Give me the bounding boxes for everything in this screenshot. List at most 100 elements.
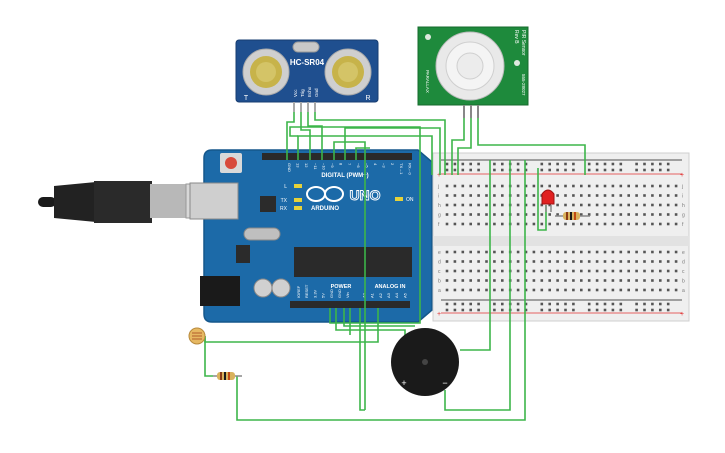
rail-hole [651, 302, 654, 306]
terminal-hole [453, 279, 457, 282]
rail-hole [611, 308, 615, 312]
terminal-hole [651, 279, 654, 282]
rail-hole [501, 162, 504, 166]
led-label-on: ON [406, 197, 414, 203]
terminal-hole [651, 250, 654, 254]
terminal-hole [532, 194, 536, 197]
terminal-hole [564, 279, 567, 282]
digital-header-label: DIGITAL (PWM~) [321, 173, 368, 179]
terminal-hole [674, 250, 678, 254]
terminal-hole [532, 288, 536, 292]
rail-hole [564, 162, 567, 166]
terminal-hole [611, 222, 615, 226]
terminal-hole [666, 194, 670, 197]
terminal-hole [548, 279, 551, 282]
terminal-hole [453, 184, 457, 188]
wire-ldr [204, 336, 213, 377]
rail-hole [595, 308, 599, 312]
wire-d1 [297, 135, 433, 175]
terminal-hole [548, 184, 551, 188]
digital-header [262, 153, 412, 160]
terminal-hole [635, 213, 638, 216]
rail-hole [643, 162, 646, 166]
digital-pin-label: RX←0 [407, 163, 412, 176]
terminal-hole [580, 260, 583, 263]
rail-hole [659, 168, 662, 172]
terminal-hole [674, 269, 678, 273]
row-letter: d [438, 260, 441, 266]
bottom-pin-label: A2 [378, 292, 383, 298]
terminal-hole [603, 184, 607, 188]
rail-hole [595, 162, 599, 166]
terminal-hole [627, 250, 630, 254]
terminal-hole [572, 184, 575, 188]
terminal-hole [619, 213, 623, 216]
digital-pin-label: ~11 [313, 163, 318, 170]
rail-hole [572, 162, 575, 166]
buzzer-plus-label: + [401, 378, 406, 388]
terminal-hole [493, 184, 496, 188]
terminal-hole [674, 184, 678, 188]
digital-pin-label: 7 [347, 163, 352, 166]
terminal-hole [659, 288, 662, 292]
photoresistor [188, 327, 206, 345]
rail-plus-bottom: + [437, 311, 441, 318]
power-jack [200, 276, 240, 306]
terminal-hole [611, 203, 615, 207]
rail-hole [619, 308, 623, 312]
rail-hole [493, 168, 496, 172]
rail-hole [643, 302, 646, 306]
row-letter: e [438, 250, 441, 256]
rail-hole [619, 168, 623, 172]
terminal-hole [556, 269, 559, 273]
rail-hole [477, 308, 480, 312]
wire-d5 [355, 147, 370, 160]
terminal-hole [643, 250, 646, 254]
terminal-hole [603, 288, 607, 292]
terminal-hole [461, 288, 465, 292]
terminal-hole [627, 222, 630, 226]
terminal-hole [556, 250, 559, 254]
terminal-hole [540, 222, 544, 226]
terminal-hole [564, 184, 567, 188]
terminal-hole [619, 184, 623, 188]
terminal-hole [501, 269, 504, 273]
rail-hole [564, 302, 567, 306]
rail-hole [666, 308, 670, 312]
row-letter: i [438, 194, 439, 200]
wire-gnd [343, 308, 415, 327]
terminal-hole [453, 203, 457, 207]
terminal-hole [445, 269, 449, 273]
rail-hole [635, 308, 638, 312]
terminal-hole [493, 279, 496, 282]
resistor-ldr [213, 372, 242, 380]
terminal-hole [627, 194, 630, 197]
terminal-hole [595, 250, 599, 254]
terminal-hole [572, 222, 575, 226]
rail-hole [572, 302, 575, 306]
terminal-hole [651, 203, 654, 207]
terminal-hole [564, 260, 567, 263]
terminal-hole [493, 250, 496, 254]
bottom-pin-label: Vin [345, 292, 350, 298]
terminal-hole [580, 279, 583, 282]
terminal-hole [485, 194, 488, 197]
ultrasonic-sensor: HC-SR04 T R Vcc Trig Echo Gnd [235, 39, 379, 112]
digital-pin-label: ~9 [330, 163, 335, 168]
terminal-hole [540, 250, 544, 254]
terminal-hole [627, 213, 630, 216]
terminal-hole [532, 222, 536, 226]
terminal-hole [469, 222, 472, 226]
bottom-pin-label: GND [329, 289, 334, 298]
terminal-hole [532, 203, 536, 207]
terminal-hole [611, 279, 615, 282]
terminal-hole [501, 222, 504, 226]
row-letter: c [438, 269, 441, 275]
rail-hole [572, 308, 575, 312]
terminal-hole [532, 250, 536, 254]
terminal-hole [595, 269, 599, 273]
terminal-hole [564, 203, 567, 207]
terminal-hole [666, 279, 670, 282]
terminal-hole [477, 250, 480, 254]
terminal-hole [635, 222, 638, 226]
